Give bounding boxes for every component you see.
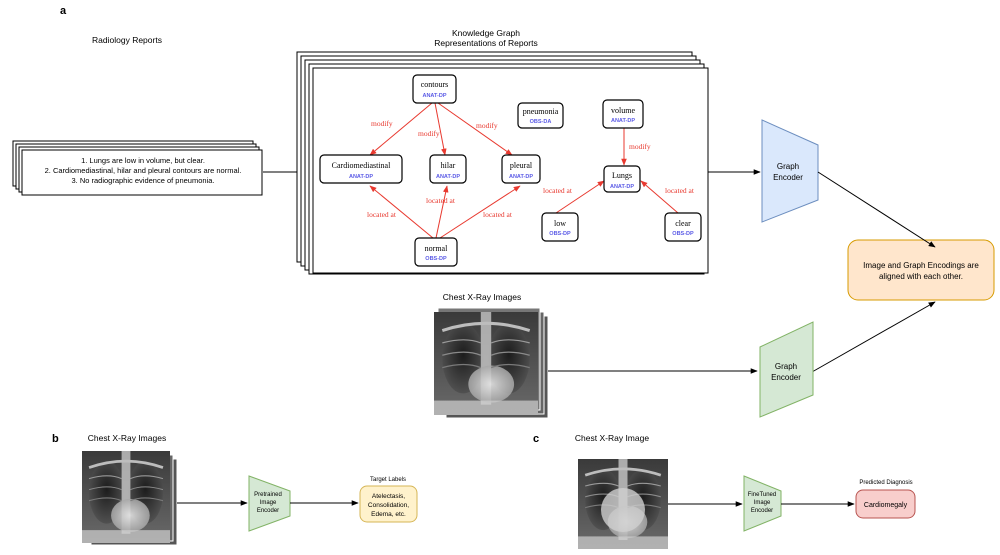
kg-node-pleural: pleural ANAT-DP [501, 154, 541, 184]
kg-node-pneumonia-tag: OBS-DA [530, 119, 552, 125]
graph-encoder-label-1: Graph [777, 162, 799, 171]
panel-c-encoder-line2: Image [754, 500, 771, 506]
kg-node-lungs-label: Lungs [612, 171, 632, 180]
kg-title-line2: Representations of Reports [434, 38, 537, 48]
panel-b-target-title: Target Labels [370, 477, 406, 483]
alignment-text-1: Image and Graph Encodings are [863, 261, 979, 270]
panel-c-predicted-label: Cardiomegaly [864, 502, 908, 509]
image-encoder-label-2: Encoder [771, 373, 801, 382]
kg-node-cardiomediastinal-label: Cardiomediastinal [332, 161, 391, 170]
kg-node-clear-tag: OBS-DP [672, 231, 694, 237]
panel-b-letter: b [52, 433, 59, 445]
kg-node-normal-tag: OBS-DP [425, 256, 447, 262]
panel-c-xray-title: Chest X-Ray Image [575, 433, 649, 443]
kg-node-contours-label: contours [421, 80, 449, 89]
kg-node-pleural-tag: ANAT-DP [509, 174, 533, 180]
kg-node-contours-tag: ANAT-DP [422, 93, 446, 99]
panel-b-target-box: Atelectasis, Consolidation, Edema, etc. [359, 485, 418, 523]
panel-a-letter: a [60, 5, 67, 17]
kg-node-cardiomediastinal-tag: ANAT-DP [349, 174, 373, 180]
panel-b-encoder-line3: Encoder [257, 508, 279, 514]
graph-encoder-label-2: Encoder [773, 173, 803, 182]
edge-label-modify-2: modify [418, 129, 440, 138]
panel-c-predicted-title: Predicted Diagnosis [859, 480, 912, 486]
kg-node-volume: volume ANAT-DP [602, 99, 644, 129]
kg-node-clear-label: clear [675, 219, 691, 228]
image-encoder: Graph Encoder [759, 321, 814, 418]
edge-label-modify-3: modify [476, 121, 498, 130]
panel-b-xray-stack [80, 449, 178, 546]
panel-b-pretrained-encoder: Pretrained Image Encoder [248, 475, 291, 532]
edge-label-located-1: located at [367, 210, 397, 219]
kg-title-line1: Knowledge Graph [452, 28, 520, 38]
edge-label-located-5: located at [665, 186, 695, 195]
panel-b-target-line1: Atelectasis, [372, 493, 405, 500]
kg-node-normal: normal OBS-DP [414, 237, 458, 267]
edge-label-located-4: located at [543, 186, 573, 195]
panel-c-finetuned-encoder: FineTuned Image Encoder [743, 475, 782, 532]
panel-b-target-line2: Consolidation, [368, 502, 409, 509]
kg-node-pneumonia-label: pneumonia [523, 107, 559, 116]
alignment-text-2: aligned with each other. [879, 272, 963, 281]
kg-node-low-label: low [554, 219, 566, 228]
reports-title: Radiology Reports [92, 35, 162, 45]
report-line-3: 3. No radiographic evidence of pneumonia… [71, 176, 214, 185]
panel-a-xray-title: Chest X-Ray Images [443, 292, 521, 302]
kg-node-pleural-label: pleural [510, 161, 533, 170]
kg-node-lungs-tag: ANAT-DP [610, 184, 634, 190]
arrow-graph-encoder-to-alignment [817, 171, 936, 248]
edge-label-located-2: located at [426, 196, 456, 205]
edge-label-modify-1: modify [371, 119, 393, 128]
kg-node-hilar-tag: ANAT-DP [436, 174, 460, 180]
kg-node-lungs: Lungs ANAT-DP [603, 165, 641, 193]
kg-node-low: low OBS-DP [541, 212, 579, 242]
kg-edges [369, 102, 679, 239]
panel-c-encoder-line1: FineTuned [748, 492, 776, 498]
kg-node-hilar-label: hilar [441, 161, 456, 170]
edge-label-modify-4: modify [629, 142, 651, 151]
panel-c-predicted-box: Cardiomegaly [855, 489, 916, 519]
panel-b-encoder-line2: Image [260, 500, 277, 506]
edge-label-located-3: located at [483, 210, 513, 219]
graph-encoder: Graph Encoder [761, 119, 819, 223]
kg-node-normal-label: normal [425, 244, 448, 253]
kg-node-cardiomediastinal: Cardiomediastinal ANAT-DP [319, 154, 403, 184]
panel-b-encoder-line1: Pretrained [254, 492, 282, 498]
kg-node-low-tag: OBS-DP [549, 231, 571, 237]
panel-c-xray [576, 457, 670, 551]
kg-node-volume-tag: ANAT-DP [611, 118, 635, 124]
panel-b-target-line3: Edema, etc. [371, 511, 406, 518]
kg-node-clear: clear OBS-DP [664, 212, 702, 242]
arrow-image-encoder-to-alignment [811, 301, 936, 373]
report-line-2: 2. Cardiomediastinal, hilar and pleural … [45, 166, 242, 175]
panel-a-xray-stack [432, 307, 549, 419]
alignment-box: Image and Graph Encodings are aligned wi… [847, 239, 995, 301]
kg-node-volume-label: volume [611, 106, 635, 115]
report-stack: 1. Lungs are low in volume, but clear. 2… [12, 140, 263, 196]
panel-c-encoder-line3: Encoder [751, 508, 773, 514]
image-encoder-label-1: Graph [775, 362, 797, 371]
kg-node-hilar: hilar ANAT-DP [429, 154, 467, 184]
panel-b-xray-title: Chest X-Ray Images [88, 433, 166, 443]
kg-node-contours: contours ANAT-DP [412, 74, 457, 104]
report-line-1: 1. Lungs are low in volume, but clear. [81, 156, 205, 165]
panel-c-letter: c [533, 433, 539, 445]
kg-node-pneumonia: pneumonia OBS-DA [517, 102, 564, 129]
